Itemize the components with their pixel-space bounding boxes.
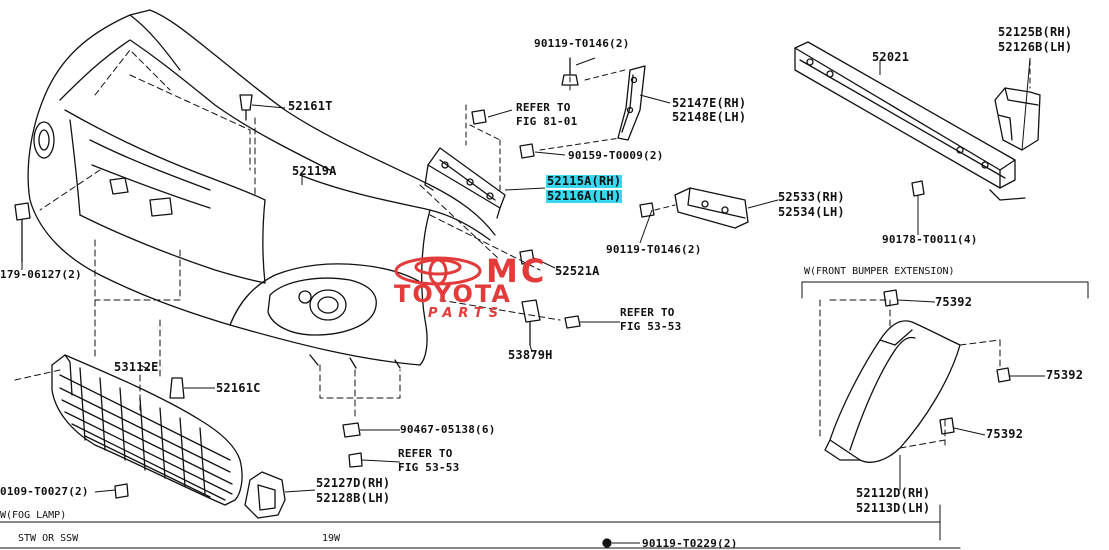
part-label-52534: 52534(LH) [778, 205, 845, 219]
part-label-53112e: 53112E [114, 360, 159, 374]
section-frames [0, 281, 1089, 549]
part-label-52521a: 52521A [555, 264, 600, 278]
part-label-52161t: 52161T [288, 99, 333, 113]
part-label-90119-t0146-mid: 90119-T0146(2) [606, 243, 702, 256]
bumper-bracket-drawing [424, 104, 506, 219]
lower-grille-drawing [14, 299, 243, 506]
part-label-90159: 90159-T0009(2) [568, 149, 664, 162]
part-label-52116a-highlighted[interactable]: 52116A(LH) [546, 189, 623, 203]
refer-to-label-53a: REFER TO [620, 306, 675, 319]
absorber-bracket-drawing [994, 59, 1041, 151]
part-label-52112d: 52112D(RH) [856, 486, 931, 500]
bumper-cover-drawing [27, 9, 561, 421]
section-19w: 19W [322, 533, 341, 544]
refer-to-label-53b: REFER TO [398, 447, 453, 460]
part-label-52147e: 52147E(RH) [672, 96, 747, 110]
section-fog-lamp: W(FOG LAMP) [0, 510, 67, 521]
part-label-52161c: 52161C [216, 381, 261, 395]
part-label-90119-t0146-top: 90119-T0146(2) [534, 37, 630, 50]
fastener-drawings [14, 57, 925, 548]
part-label-53879h: 53879H [508, 348, 553, 362]
part-label-52127d: 52127D(RH) [316, 476, 391, 490]
part-label-52148e: 52148E(LH) [672, 110, 747, 124]
refer-to-label: REFER TO [516, 101, 571, 114]
fog-cover-drawing [244, 471, 286, 519]
part-label-52128b: 52128B(LH) [316, 491, 391, 505]
toyota-emblem-icon [394, 256, 482, 286]
part-label-90178: 90178-T0011(4) [882, 233, 978, 246]
part-label-52125b: 52125B(RH) [998, 25, 1073, 39]
watermark-line3: PARTS [428, 306, 505, 321]
part-label-90467: 90467-05138(6) [400, 423, 496, 436]
section-stw-or-ssw: STW OR SSW [18, 533, 79, 544]
part-label-52113d: 52113D(LH) [856, 501, 931, 515]
figure-reference-53-53a: FIG 53-53 [620, 320, 682, 333]
part-label-90119-t0229: 90119-T0229(2) [642, 537, 738, 550]
section-front-bumper-extension: W(FRONT BUMPER EXTENSION) [804, 266, 955, 277]
part-label-75392-a: 75392 [935, 295, 973, 309]
retainer-drawing [654, 187, 749, 229]
reinforcement-drawing [794, 41, 1026, 201]
watermark-line1: MC [486, 252, 548, 290]
part-label-52115a-highlighted[interactable]: 52115A(RH) [546, 174, 623, 188]
part-label-75392-c: 75392 [986, 427, 1024, 441]
watermark-logo: MC TOYOTA PARTS [392, 252, 592, 324]
part-label-90109: 0109-T0027(2) [0, 485, 89, 498]
part-label-52533: 52533(RH) [778, 190, 845, 204]
bumper-extension-drawing [819, 289, 1011, 463]
part-label-75392-b: 75392 [1046, 368, 1084, 382]
part-label-90179: 179-06127(2) [0, 268, 82, 281]
part-label-52126b: 52126B(LH) [998, 40, 1073, 54]
figure-reference-53-53b: FIG 53-53 [398, 461, 460, 474]
part-label-52119a: 52119A [292, 164, 337, 178]
watermark-line2: TOYOTA [394, 280, 512, 308]
figure-reference-81-01: FIG 81-01 [516, 115, 578, 128]
part-label-52021: 52021 [872, 50, 910, 64]
